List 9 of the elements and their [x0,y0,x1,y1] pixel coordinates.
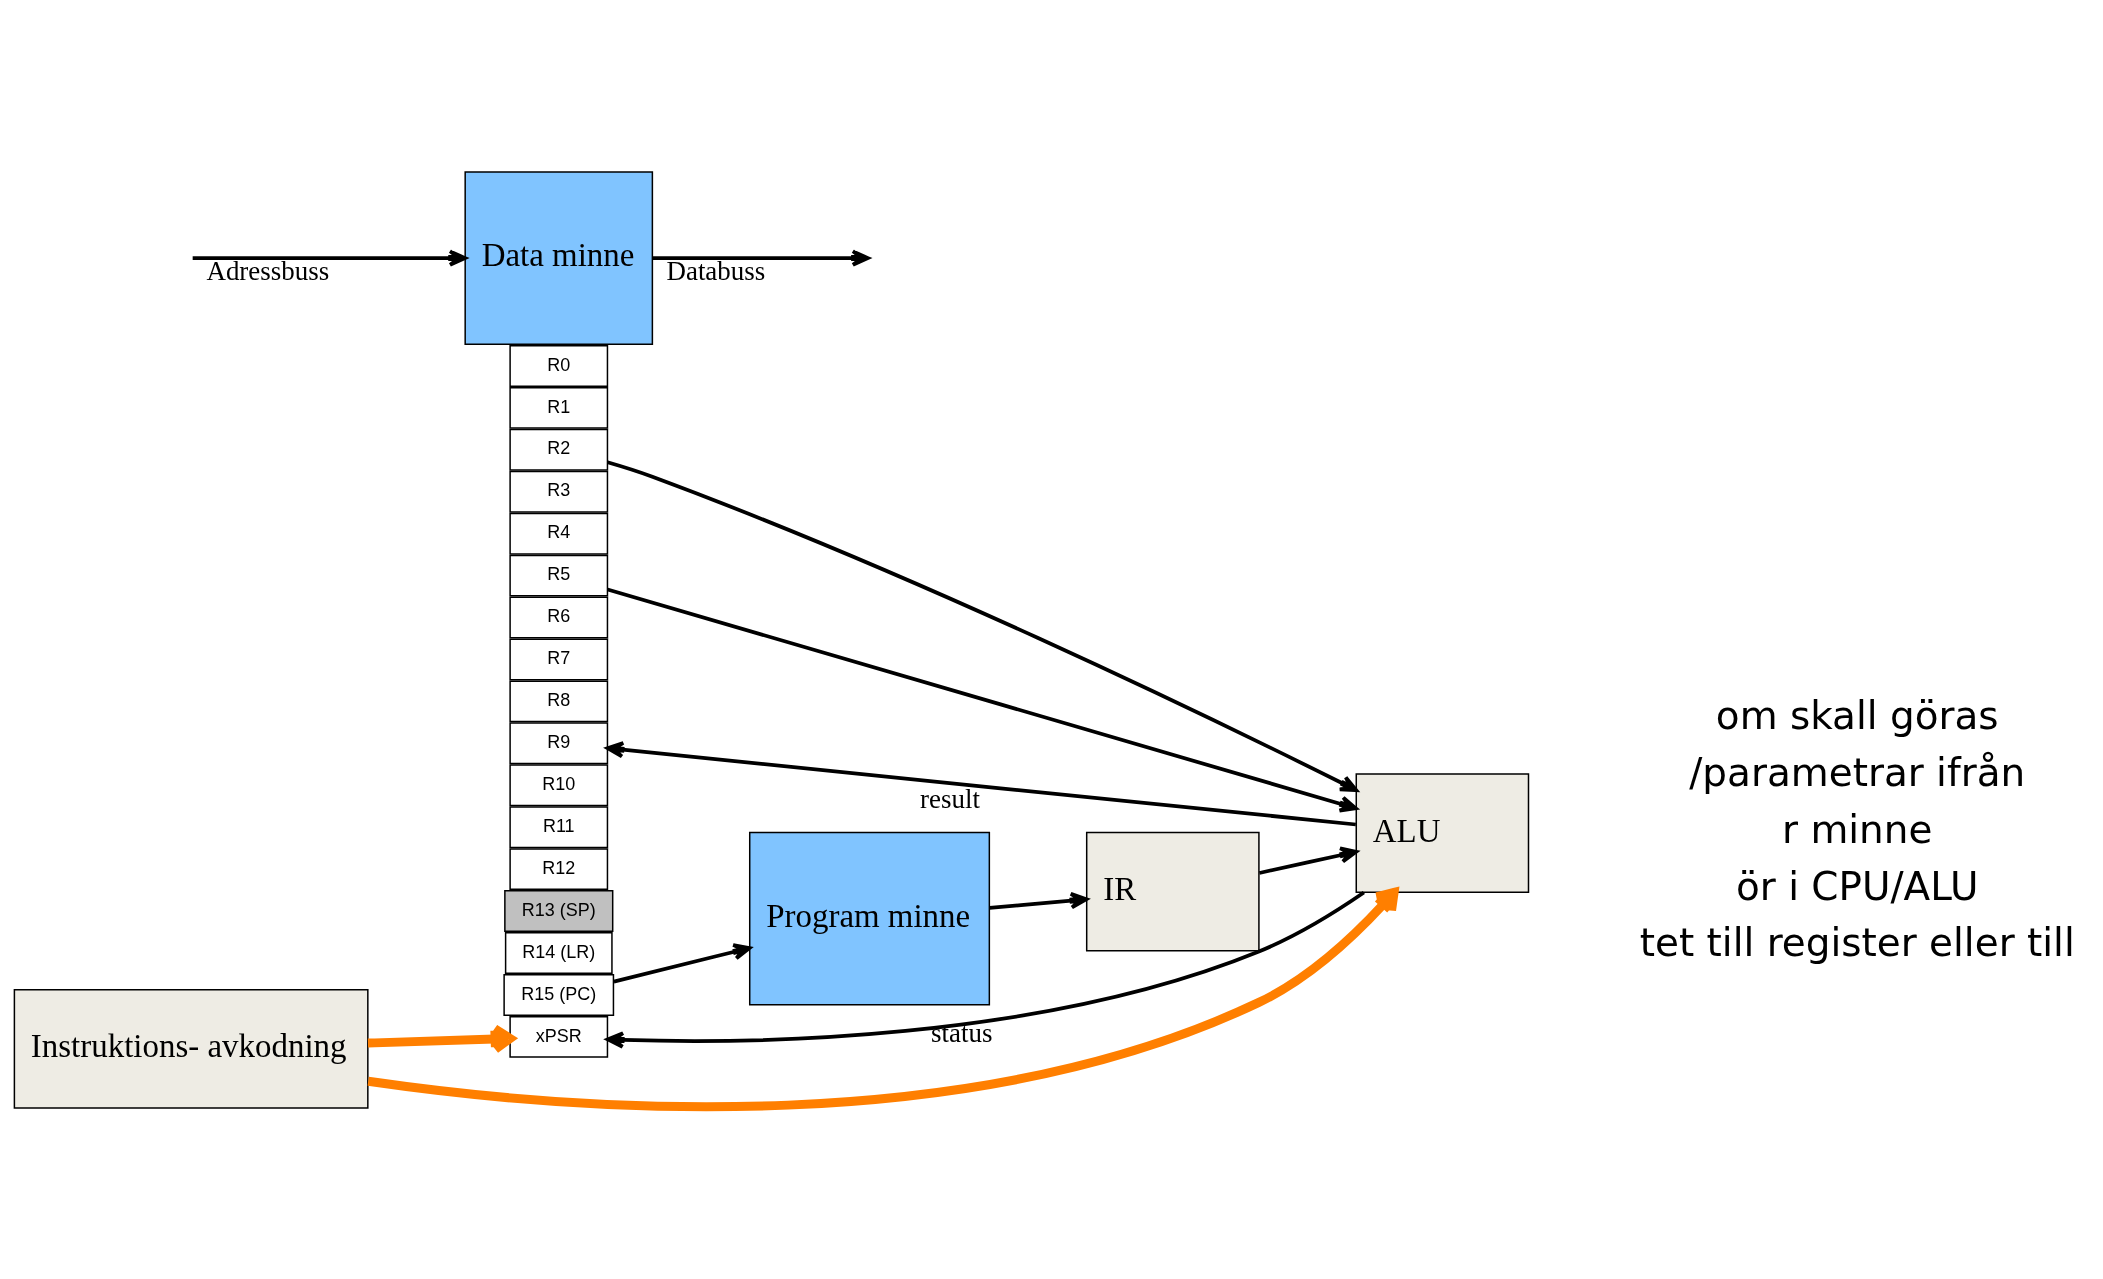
label: r minne [1782,806,1933,852]
label: ör i CPU/ALU [1735,863,1979,909]
edge-label: status [931,1017,993,1048]
label: tet till register eller till [1639,919,2075,965]
label: om skall göras [1715,692,1999,738]
edge-label: result [920,783,980,814]
edge-label: Databuss [666,255,766,286]
edge-label: Adressbuss [206,255,330,286]
label: /parametrar ifrån [1689,749,2026,795]
